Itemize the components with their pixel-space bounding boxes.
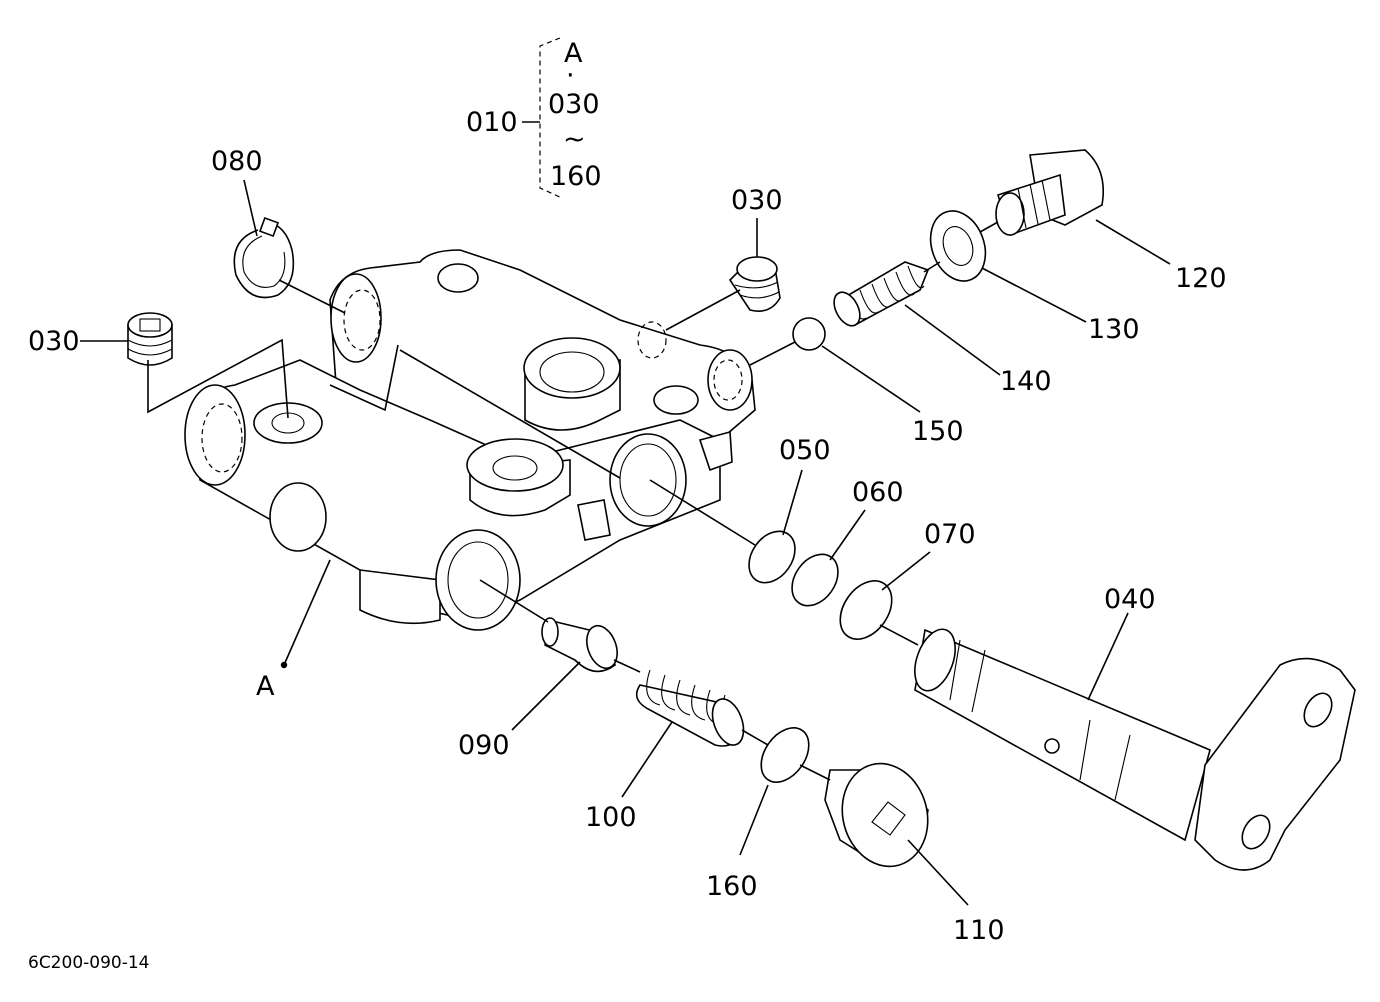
callout-050: 050 xyxy=(779,435,831,466)
callout-140: 140 xyxy=(1000,366,1052,397)
guide-lines xyxy=(147,221,999,781)
bracket-line-160: 160 xyxy=(550,161,602,192)
drawing-code: 6C200-090-14 xyxy=(28,953,149,973)
reference-dot-a xyxy=(280,661,288,669)
callout-120: 120 xyxy=(1175,263,1227,294)
callout-040: 040 xyxy=(1104,584,1156,615)
callout-160: 160 xyxy=(706,871,758,902)
o-ring-160 xyxy=(760,727,810,783)
bracket-line-030: 030 xyxy=(548,89,600,120)
shaft-040 xyxy=(914,628,1356,871)
ball-150 xyxy=(792,317,826,351)
valve-body xyxy=(184,249,756,631)
group-bracket: 010 A · 030 ~ 160 xyxy=(466,37,602,199)
bracket-line-dot: · xyxy=(566,60,575,91)
spring-100 xyxy=(635,669,745,747)
callout-030-upper: 030 xyxy=(731,185,783,216)
callout-080: 080 xyxy=(211,146,263,177)
plug-bolt-120 xyxy=(995,149,1104,237)
set-screw-030-left xyxy=(127,312,173,366)
callout-labels: 030 080 030 120 130 140 150 050 060 070 … xyxy=(28,146,1227,973)
washer-130 xyxy=(929,210,987,282)
callout-a: A xyxy=(256,671,275,702)
callout-130: 130 xyxy=(1088,314,1140,345)
callout-110: 110 xyxy=(953,915,1005,946)
callout-070: 070 xyxy=(924,519,976,550)
callout-100: 100 xyxy=(585,802,637,833)
callout-010: 010 xyxy=(466,107,518,138)
o-rings-050-070 xyxy=(748,530,893,640)
callout-060: 060 xyxy=(852,477,904,508)
callout-150: 150 xyxy=(912,416,964,447)
bracket-line-a: A xyxy=(564,38,583,69)
plug-110 xyxy=(824,762,929,868)
bracket-line-tilde: ~ xyxy=(563,124,586,155)
callout-090: 090 xyxy=(458,730,510,761)
snap-ring-080 xyxy=(233,217,295,299)
plug-030-upper xyxy=(728,256,781,312)
spring-140 xyxy=(833,261,930,327)
leader-lines xyxy=(80,179,1171,906)
valve-090 xyxy=(541,617,618,673)
callout-030-left: 030 xyxy=(28,326,80,357)
